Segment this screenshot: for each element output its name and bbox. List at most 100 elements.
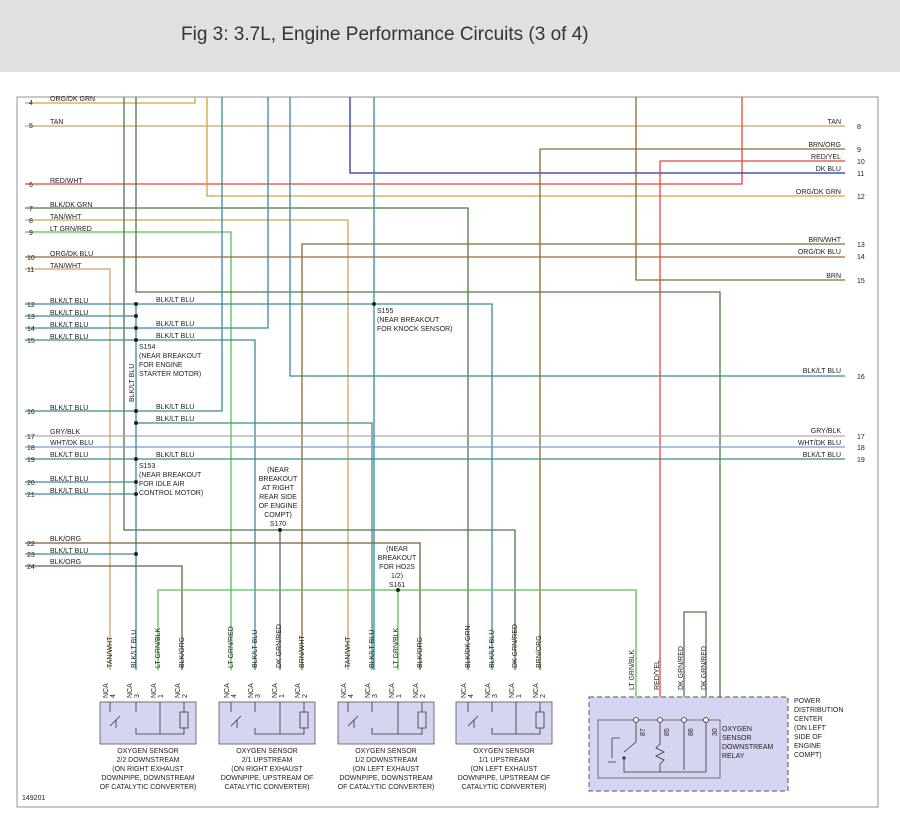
relay-wire-label: DK GRN/RED <box>678 646 685 690</box>
right-wire-label: BRN/ORG <box>808 142 841 149</box>
wire-blk-dk-grn-bus <box>123 97 516 670</box>
right-pin-num: 16 <box>857 374 865 381</box>
inline-wire-label: BLK/LT BLU <box>156 416 194 423</box>
pdc-label: SIDE OF <box>794 734 822 741</box>
right-pin-num: 19 <box>857 457 865 464</box>
sensor-pin-num: 1 <box>396 694 403 698</box>
wire-blk-lt-blu-s154 <box>136 422 373 670</box>
sensor-caption: OF CATALYTIC CONVERTER) <box>338 784 435 791</box>
left-wire-label: GRY/BLK <box>50 429 81 436</box>
right-pin-labels: 8 TAN 9 BRN/ORG 10 RED/YEL 11 DK BLU 12 … <box>796 119 865 464</box>
splice-dot <box>134 338 138 342</box>
right-wire-label: GRY/BLK <box>811 428 842 435</box>
right-wire-label: DK BLU <box>816 166 841 173</box>
inline-wire-label: BLK/LT BLU <box>156 297 194 304</box>
left-wire-label: LT GRN/RED <box>50 226 92 233</box>
left-pin-num: 9 <box>29 230 33 237</box>
sensor-pin-num: 2 <box>420 694 427 698</box>
left-pin-num: 18 <box>27 445 35 452</box>
right-pin-num: 15 <box>857 278 865 285</box>
splice-dot <box>134 326 138 330</box>
right-pin-num: 12 <box>857 194 865 201</box>
sensor-pin-prefix: NCA <box>103 683 110 698</box>
s170-line: OF ENGINE <box>259 503 298 510</box>
left-pin-num: 4 <box>29 100 33 107</box>
sensor-body <box>99 701 197 745</box>
sensor-pin-prefix: NCA <box>341 683 348 698</box>
oxygen-sensor-1-1-upstream: BLK/DK GRN BLK/LT BLU DK GRN/RED BRN/ORG… <box>455 624 553 791</box>
s170-line: (NEAR <box>267 467 289 474</box>
right-wire-label: ORG/DK BLU <box>798 249 841 256</box>
inline-wire-label: BLK/LT BLU <box>156 404 194 411</box>
splice-dot <box>134 457 138 461</box>
s170-line: COMPT) <box>264 512 292 519</box>
sensor-body <box>218 701 316 745</box>
sensor-wire-label: BLK/LT BLU <box>489 630 496 668</box>
sensor-caption: OXYGEN SENSOR <box>355 748 416 755</box>
sensor-pin-num: 4 <box>231 694 238 698</box>
sensor-wire-label: BRN/WHT <box>299 635 306 668</box>
sensor-caption: CATALYTIC CONVERTER) <box>224 784 309 791</box>
right-pin-num: 8 <box>857 124 861 131</box>
relay-label: DOWNSTREAM <box>722 744 774 751</box>
s161-line: 1/2) <box>391 573 403 580</box>
sensor-caption: OXYGEN SENSOR <box>117 748 178 755</box>
splice-dot <box>372 302 376 306</box>
relay-label: OXYGEN <box>722 726 752 733</box>
sensor-caption: 2/2 DOWNSTREAM <box>116 757 179 764</box>
wire-pin24-blk-org <box>25 565 183 670</box>
relay-terminal <box>703 717 709 723</box>
s170-line: AT RIGHT <box>262 485 295 492</box>
sensor-caption: DOWNPIPE, UPSTREAM OF <box>221 775 314 782</box>
sensor-pin-num: 1 <box>158 694 165 698</box>
sensor-caption: OF CATALYTIC CONVERTER) <box>100 784 197 791</box>
vertical-wire-label: BLK/LT BLU <box>129 364 136 402</box>
left-wire-label: BLK/LT BLU <box>50 548 88 555</box>
left-pin-num: 23 <box>27 552 35 559</box>
right-pin-num: 14 <box>857 254 865 261</box>
relay-terminal <box>681 717 687 723</box>
left-pin-num: 11 <box>27 267 34 274</box>
sensor-wire-label: BLK/DK GRN <box>465 626 472 668</box>
sensor-pin-prefix: NCA <box>461 683 468 698</box>
sensor-pin-num: 1 <box>279 694 286 698</box>
inline-wire-label: BLK/LT BLU <box>156 452 194 459</box>
right-wire-label: BRN/WHT <box>808 237 841 244</box>
relay-terminals <box>633 717 709 723</box>
s170-line: REAR SIDE <box>259 494 297 501</box>
sensor-wire-label: BLK/ORG <box>417 637 424 668</box>
sensor-wire-label: BLK/LT BLU <box>131 630 138 668</box>
relay-terminal <box>633 717 639 723</box>
sensor-wire-label: DK GRN/RED <box>276 624 283 668</box>
wire-blk-dk-grn-to-relay <box>135 97 721 720</box>
left-pin-labels: 4 ORG/DK GRN 5 TAN 6 RED/WHT 7 BLK/DK GR… <box>27 96 95 571</box>
sensor-caption: DOWNPIPE, UPSTREAM OF <box>458 775 551 782</box>
left-wire-label: BLK/LT BLU <box>50 476 88 483</box>
sensor-caption: OXYGEN SENSOR <box>473 748 534 755</box>
oxygen-sensor-2-1-upstream: LT GRN/RED BLK/LT BLU DK GRN/RED BRN/WHT… <box>218 624 316 791</box>
s154-line: (NEAR BREAKOUT <box>139 353 202 360</box>
s170-line: S170 <box>270 521 286 528</box>
sensor-pin-prefix: NCA <box>365 683 372 698</box>
sensor-pin-num: 3 <box>372 694 379 698</box>
left-pin-num: 16 <box>27 409 35 416</box>
pdc-label: ENGINE <box>794 743 821 750</box>
right-wire-label: WHT/DK BLU <box>798 440 841 447</box>
wire-pin11-tan-wht <box>25 268 111 670</box>
left-pin-num: 10 <box>27 255 35 262</box>
sensor-pin-num: 2 <box>182 694 189 698</box>
pdc-label: (ON LEFT <box>794 725 827 732</box>
figure-title: Fig 3: 3.7L, Engine Performance Circuits… <box>181 24 589 45</box>
left-wire-label: TAN/WHT <box>50 263 82 270</box>
right-wire-label: RED/YEL <box>811 154 841 161</box>
left-wire-label: TAN <box>50 119 63 126</box>
left-pin-num: 21 <box>27 492 35 499</box>
sensor-pin-prefix: NCA <box>389 683 396 698</box>
sensor-body <box>337 701 435 745</box>
header-bar: Fig 3: 3.7L, Engine Performance Circuits… <box>0 0 900 72</box>
sensor-caption: 1/2 DOWNSTREAM <box>354 757 417 764</box>
wires <box>25 97 845 720</box>
sensor-pin-prefix: NCA <box>272 683 279 698</box>
wire-dk-grn-red-relay <box>683 611 707 720</box>
sensor-internal <box>467 702 545 735</box>
